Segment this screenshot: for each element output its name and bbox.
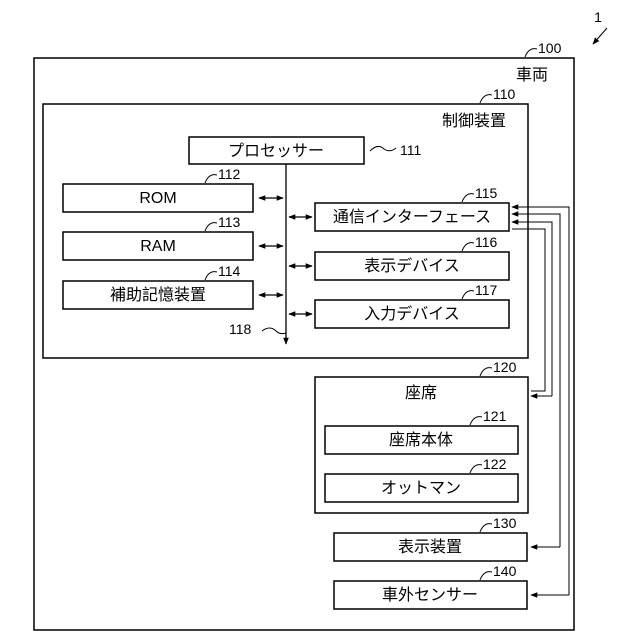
svg-text:111: 111 bbox=[400, 142, 421, 158]
svg-text:1: 1 bbox=[594, 9, 602, 25]
svg-text:117: 117 bbox=[475, 282, 498, 298]
svg-text:116: 116 bbox=[475, 234, 498, 250]
svg-text:入力デバイス: 入力デバイス bbox=[364, 304, 460, 323]
svg-text:130: 130 bbox=[493, 515, 517, 531]
svg-text:座席: 座席 bbox=[405, 384, 437, 402]
svg-text:114: 114 bbox=[218, 263, 241, 279]
svg-text:120: 120 bbox=[493, 359, 517, 375]
svg-text:プロセッサー: プロセッサー bbox=[228, 142, 324, 160]
svg-text:112: 112 bbox=[218, 166, 241, 182]
svg-text:表示装置: 表示装置 bbox=[398, 538, 462, 556]
svg-text:113: 113 bbox=[218, 214, 241, 230]
svg-text:115: 115 bbox=[475, 185, 498, 201]
svg-text:通信インターフェース: 通信インターフェース bbox=[333, 208, 491, 226]
svg-text:座席本体: 座席本体 bbox=[389, 431, 453, 449]
svg-text:140: 140 bbox=[493, 563, 517, 579]
svg-text:100: 100 bbox=[538, 40, 562, 56]
svg-text:オットマン: オットマン bbox=[381, 480, 461, 497]
svg-text:車両: 車両 bbox=[516, 66, 548, 84]
svg-text:121: 121 bbox=[483, 408, 507, 424]
svg-text:表示デバイス: 表示デバイス bbox=[364, 256, 460, 275]
svg-text:制御装置: 制御装置 bbox=[442, 112, 506, 130]
svg-text:118: 118 bbox=[229, 321, 252, 337]
svg-text:ROM: ROM bbox=[139, 190, 176, 207]
svg-text:車外センサー: 車外センサー bbox=[382, 586, 478, 604]
figure-ref: 1 bbox=[593, 9, 607, 44]
svg-text:122: 122 bbox=[483, 456, 507, 472]
svg-text:110: 110 bbox=[493, 86, 516, 102]
svg-text:補助記憶装置: 補助記憶装置 bbox=[110, 286, 206, 304]
svg-text:RAM: RAM bbox=[140, 238, 176, 255]
